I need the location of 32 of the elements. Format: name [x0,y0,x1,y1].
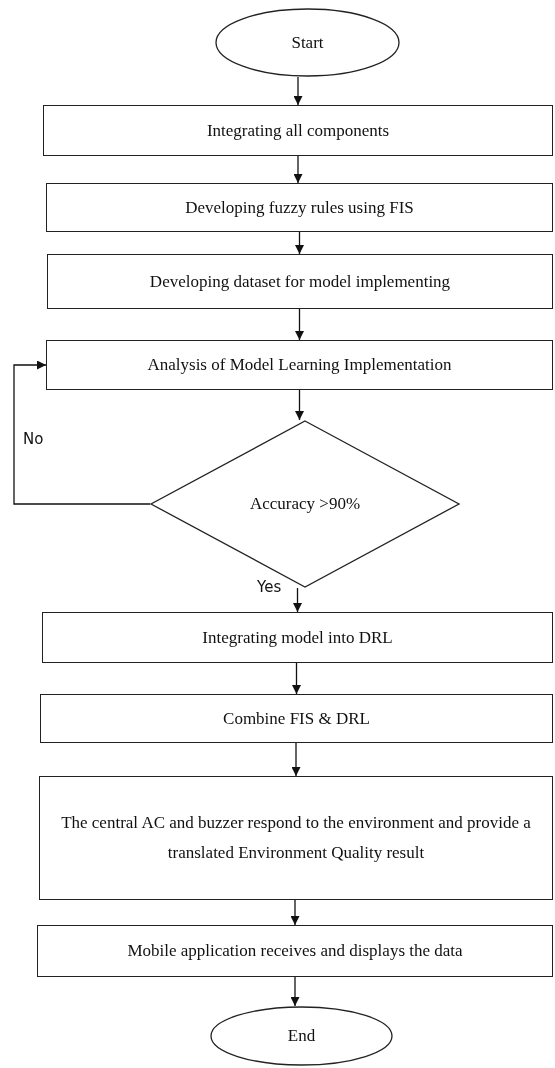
node-text: Combine FIS & DRL [222,707,371,730]
arrow [295,308,304,341]
process-box [43,105,553,156]
terminal-ellipse [215,8,400,77]
terminal-ellipse [210,1006,393,1066]
process-box [39,776,553,900]
process-box [46,183,553,232]
node-text: Developing fuzzy rules using FIS [184,196,415,219]
node-text: Integrating all components [205,119,391,142]
arrow [290,899,300,926]
node-text: Integrating model into DRL [201,626,394,649]
arrow [290,976,300,1007]
node-text: End [286,1025,317,1048]
arrow [295,231,304,255]
arrow [293,155,303,184]
node-text: Analysis of Model Learning Implementation [146,354,453,377]
process-box [47,254,553,309]
process-box [40,694,553,743]
arrow [292,662,301,695]
node-text: The central AC and buzzer respond to the environment and provide a translated Environment Quality result [60,812,532,864]
node-text: Mobile application receives and displays the data [126,940,464,963]
arrow [291,742,301,777]
process-box [42,612,553,663]
node-text: Accuracy >90% [248,493,362,516]
arrow [293,76,303,106]
node-text: Start [290,31,325,54]
node-text: Developing dataset for model implementing [148,270,452,293]
process-box [37,925,553,977]
arrow [295,389,304,421]
process-box [46,340,553,390]
arrow [13,360,151,505]
arrow [293,587,302,613]
